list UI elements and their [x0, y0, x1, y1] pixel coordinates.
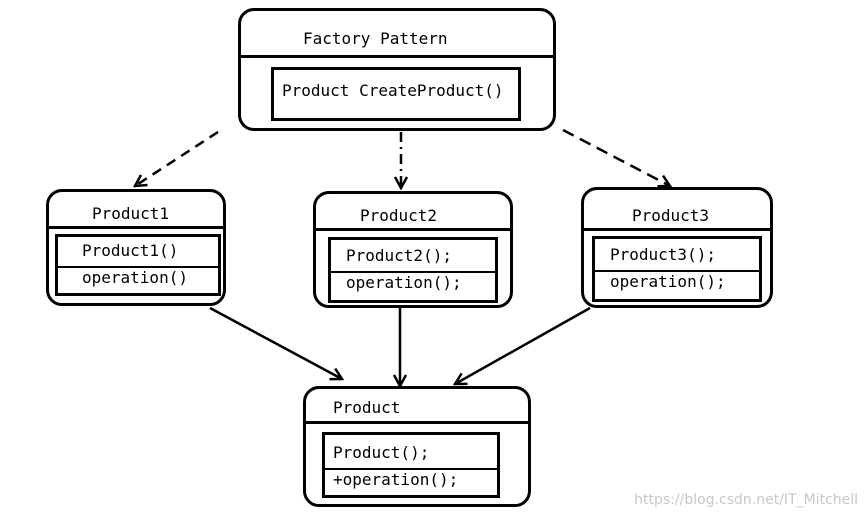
base-product-class-box: Product Product(); +operation(); [303, 386, 531, 507]
product1-member-separator [58, 266, 218, 268]
product1-class-box: Product1 Product1() operation() [46, 189, 226, 306]
factory-method-text: Product CreateProduct() [282, 81, 504, 100]
product3-member-separator [595, 270, 759, 272]
product2-class-divider [313, 228, 513, 231]
product2-members-box: Product2(); operation(); [328, 237, 498, 303]
product1-members-box: Product1() operation() [55, 234, 221, 296]
product1-operation: operation() [82, 268, 188, 287]
product3-class-title: Product3 [632, 206, 710, 225]
dependency-arrow-product1 [135, 130, 219, 186]
product3-constructor: Product3(); [610, 245, 716, 264]
product2-class-box: Product2 Product2(); operation(); [313, 191, 513, 308]
product3-class-divider [581, 228, 773, 231]
dependency-arrow-product3 [562, 128, 670, 186]
product1-class-divider [46, 226, 226, 229]
product3-members-box: Product3(); operation(); [592, 236, 762, 302]
product1-class-title: Product1 [92, 204, 170, 223]
base-product-class-divider [303, 421, 531, 424]
factory-class-title: Factory Pattern [303, 29, 448, 48]
product3-operation: operation(); [610, 272, 726, 291]
base-product-members-box: Product(); +operation(); [322, 432, 500, 498]
factory-method-box: Product CreateProduct() [271, 67, 521, 121]
base-product-operation: +operation(); [333, 470, 459, 489]
factory-class-divider [238, 55, 556, 58]
product2-class-title: Product2 [360, 206, 438, 225]
product2-constructor: Product2(); [346, 246, 452, 265]
base-product-constructor: Product(); [333, 443, 430, 462]
product3-class-box: Product3 Product3(); operation(); [581, 187, 773, 308]
product2-operation: operation(); [346, 273, 462, 292]
watermark-text: https://blog.csdn.net/IT_Mitchell [634, 492, 858, 508]
factory-class-box: Factory Pattern Product CreateProduct() [238, 8, 556, 131]
inheritance-arrow-product1 [209, 306, 342, 379]
product1-constructor: Product1() [82, 241, 179, 260]
inheritance-arrow-product3 [455, 306, 591, 384]
base-product-member-separator [325, 468, 497, 470]
base-product-class-title: Product [333, 398, 401, 417]
product2-member-separator [331, 271, 495, 273]
